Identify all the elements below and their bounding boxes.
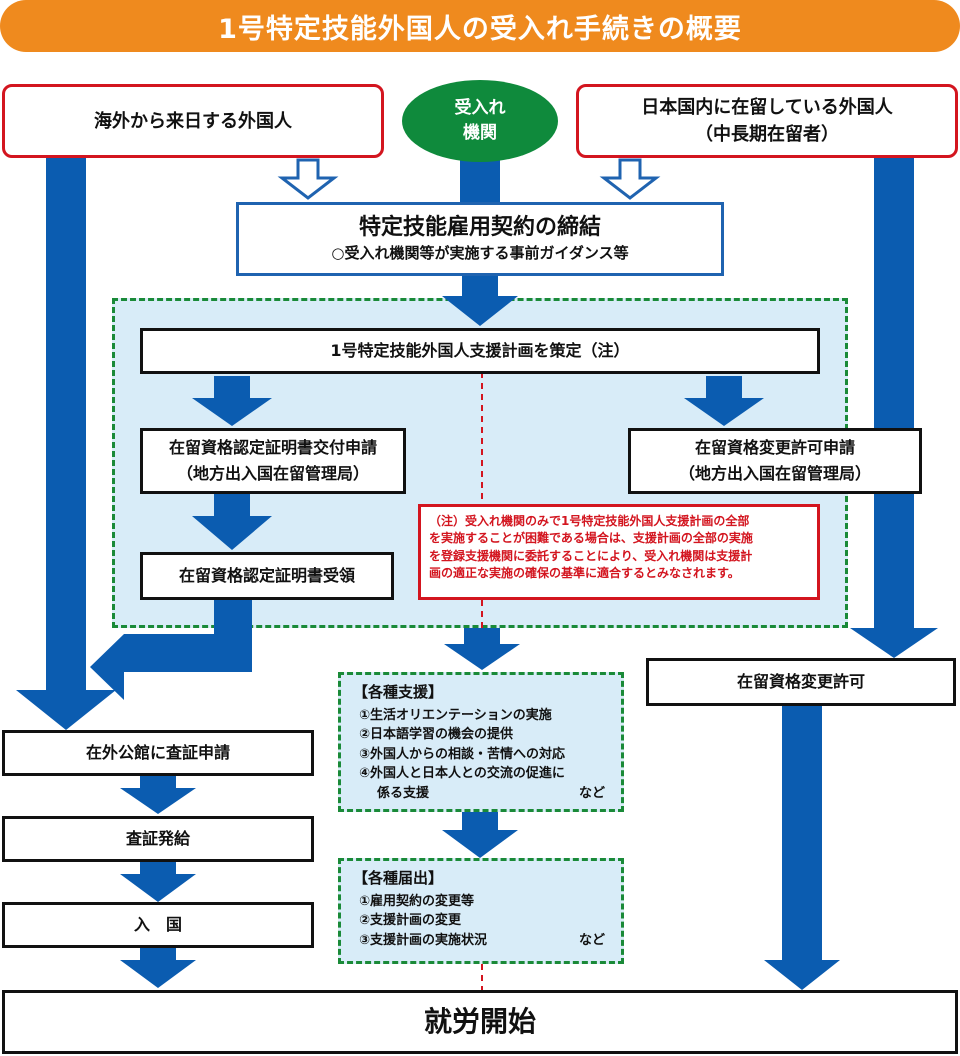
arrow-overseas-down: [16, 158, 116, 730]
employment-contract-title: 特定技能雇用契約の締結: [358, 215, 601, 241]
support-plan-label: 1号特定技能外国人支援計画を策定（注）: [330, 341, 630, 361]
arrow-plan-to-coe: [192, 376, 272, 426]
arrow-coe-to-receive: [192, 494, 272, 550]
domestic-foreigner-label: 日本国内に在留している外国人: [641, 97, 893, 118]
notifications-etc: など: [578, 932, 605, 948]
status-change-application-label: 在留資格変更許可申請: [694, 438, 855, 458]
arrow-entry-to-start: [120, 948, 196, 988]
visa-issuance-label: 査証発給: [125, 829, 190, 849]
visa-application-label: 在外公館に査証申請: [85, 743, 230, 763]
arrow-plan-to-change: [684, 376, 764, 426]
support-item-continuation: 係る支援: [377, 785, 430, 801]
note-line: （注）受入れ機関のみで1号特定技能外国人支援計画の全部: [429, 514, 750, 528]
arrow-visa-apply-to-issue: [120, 776, 196, 814]
receiving-org-line1: 受入れ: [454, 97, 506, 118]
notification-item-last: ③支援計画の実施状況 など: [353, 931, 609, 951]
arrow-domestic-down: [850, 158, 938, 658]
various-notifications-box: 【各種届出】 ①雇用契約の変更等 ②支援計画の変更 ③支援計画の実施状況 など: [338, 858, 624, 964]
visa-application-box: 在外公館に査証申請: [2, 730, 314, 776]
coe-application-sublabel: （地方出入国在留管理局）: [176, 464, 369, 483]
start-work-label: 就労開始: [423, 1005, 536, 1039]
domestic-foreigner-box: 日本国内に在留している外国人 （中長期在留者）: [576, 84, 958, 158]
start-work-box: 就労開始: [2, 990, 958, 1054]
note-line: 画の適正な実施の確保の基準に適合するとみなされます。: [429, 566, 740, 581]
overseas-foreigner-label: 海外から来日する外国人: [94, 110, 292, 132]
note-line: を登録支援機関に委託することにより、受入れ機関は支援計: [429, 548, 753, 563]
coe-application-label: 在留資格認定証明書交付申請: [168, 438, 377, 458]
notification-item: ②支援計画の変更: [359, 913, 462, 928]
entry-label: 入 国: [133, 915, 182, 935]
notifications-heading: 【各種届出】: [353, 869, 444, 887]
arrow-supports-to-notifications: [442, 812, 518, 858]
support-item: ①生活オリエンテーションの実施: [359, 707, 552, 723]
coe-application-box: 在留資格認定証明書交付申請 （地方出入国在留管理局）: [140, 428, 406, 494]
arrow-contract-to-plan: [442, 276, 518, 326]
support-plan-box: 1号特定技能外国人支援計画を策定（注）: [140, 328, 820, 374]
arrow-coe-to-overseas: [90, 600, 252, 700]
hollow-arrow-right: [599, 158, 661, 200]
arrow-receiving-down: [460, 160, 500, 202]
arrow-issue-to-entry: [120, 862, 196, 902]
supports-etc: など: [578, 785, 605, 801]
status-change-permit-box: 在留資格変更許可: [646, 658, 956, 706]
hollow-arrow-left: [277, 158, 339, 200]
visa-issuance-box: 査証発給: [2, 816, 314, 862]
entry-box: 入 国: [2, 902, 314, 948]
coe-receipt-label: 在留資格認定証明書受領: [178, 566, 355, 586]
various-supports-box: 【各種支援】 ①生活オリエンテーションの実施 ②日本語学習の機会の提供 ③外国人…: [338, 672, 624, 812]
support-item-last: 係る支援 など: [353, 784, 609, 804]
status-change-application-sublabel: （地方出入国在留管理局）: [678, 464, 871, 483]
support-item: ③外国人からの相談・苦情への対応: [359, 746, 566, 762]
support-item: ④外国人と日本人との交流の促進に: [359, 766, 565, 781]
domestic-foreigner-sublabel: （中長期在留者）: [695, 124, 839, 145]
notification-item: ③支援計画の実施状況: [359, 932, 488, 948]
receiving-org-line2: 機関: [463, 123, 497, 143]
overseas-foreigner-box: 海外から来日する外国人: [2, 84, 384, 158]
supports-heading: 【各種支援】: [353, 683, 444, 701]
support-item: ②日本語学習の機会の提供: [359, 727, 514, 742]
status-change-application-box: 在留資格変更許可申請 （地方出入国在留管理局）: [628, 428, 922, 494]
note-box: （注）受入れ機関のみで1号特定技能外国人支援計画の全部 を実施することが困難であ…: [418, 504, 820, 600]
note-line: を実施することが困難である場合は、支援計画の全部の実施: [429, 531, 753, 546]
employment-contract-sub: ○受入れ機関等が実施する事前ガイダンス等: [331, 243, 629, 262]
status-change-permit-label: 在留資格変更許可: [736, 672, 865, 692]
diagram-title: 1号特定技能外国人の受入れ手続きの概要: [0, 0, 960, 52]
arrow-to-supports: [444, 628, 520, 670]
notification-item: ①雇用契約の変更等: [359, 893, 475, 909]
arrow-permit-to-start: [764, 706, 840, 990]
coe-receipt-box: 在留資格認定証明書受領: [140, 552, 394, 600]
employment-contract-box: 特定技能雇用契約の締結 ○受入れ機関等が実施する事前ガイダンス等: [236, 202, 724, 276]
receiving-organization-oval: 受入れ 機関: [402, 80, 558, 162]
